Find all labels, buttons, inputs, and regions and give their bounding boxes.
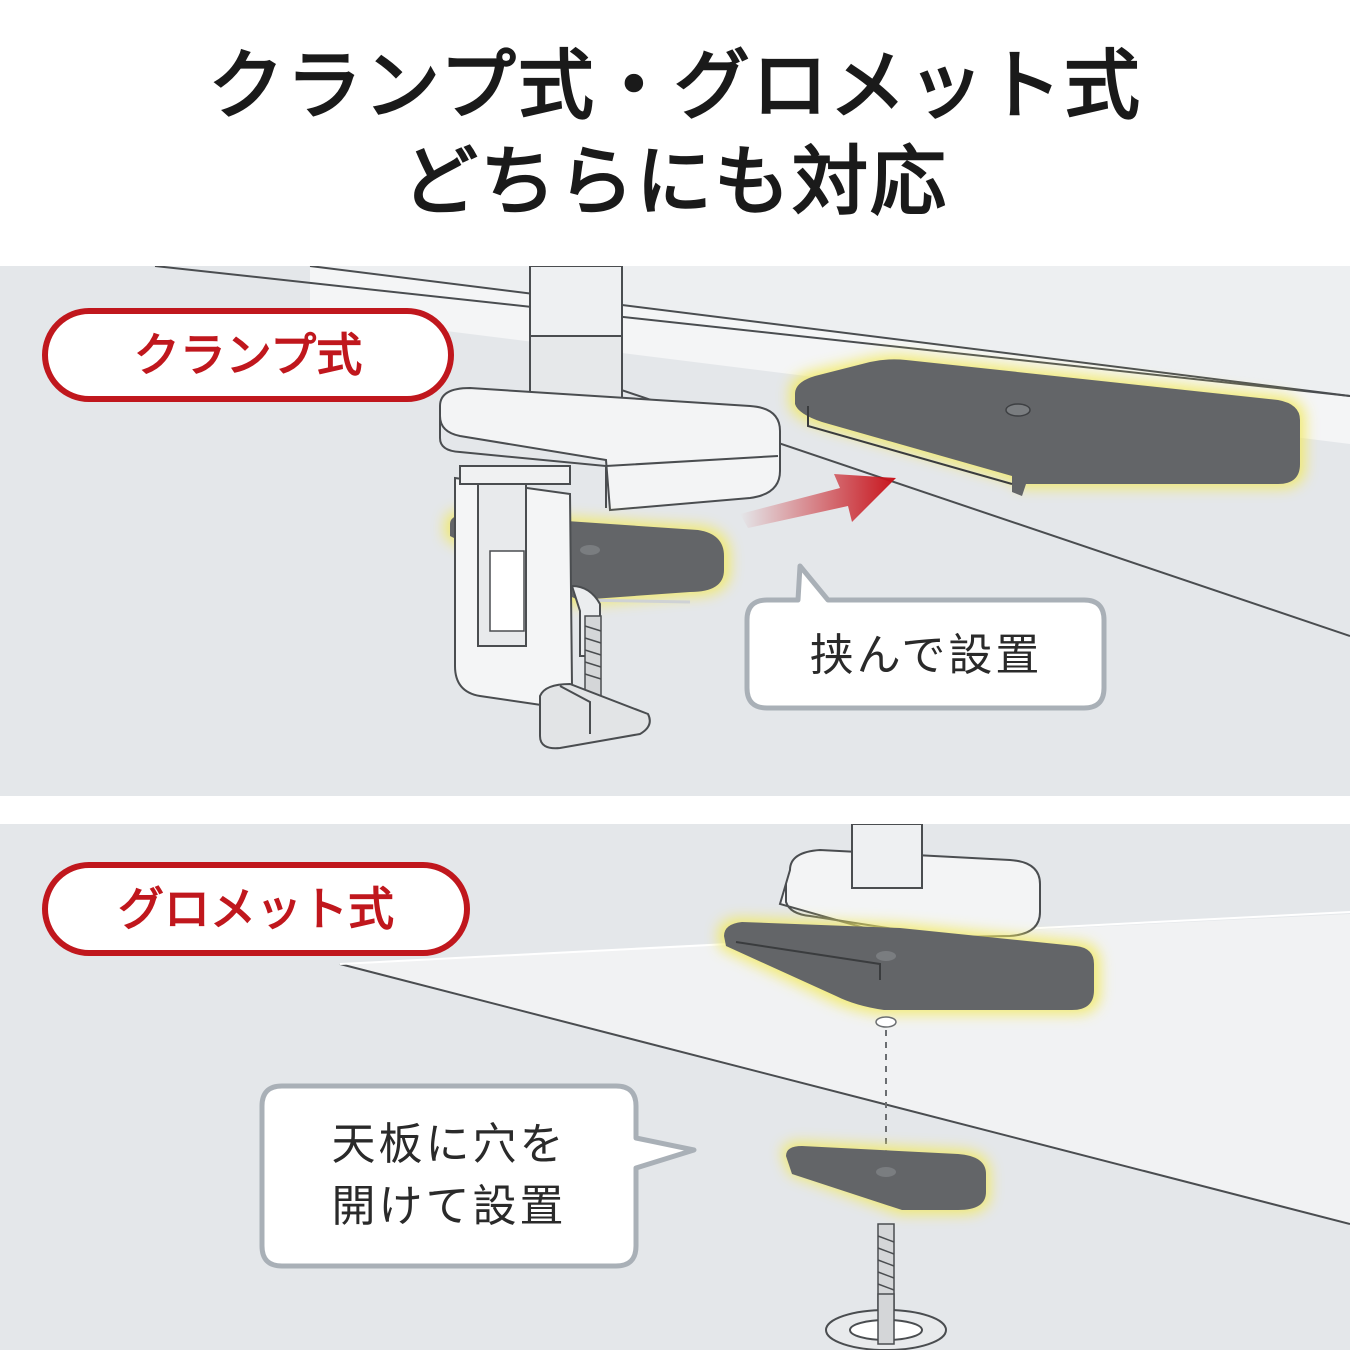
headline-line-1: クランプ式・グロメット式 [0,38,1350,134]
headline-line-2: どちらにも対応 [0,134,1350,230]
grommet-panel: グロメット式 天板に穴を 開けて設置 [0,824,1350,1350]
bottom-pad [782,1142,990,1214]
clamp-arm [455,466,600,706]
grommet-callout-line-1: 天板に穴を [266,1114,632,1176]
clamp-label-badge: クランプ式 [42,308,454,402]
clamp-panel: クランプ式 挟んで設置 [0,266,1350,796]
grommet-callout-line-2: 開けて設置 [266,1176,632,1238]
grommet-bolt [826,1224,946,1350]
grommet-label-badge: グロメット式 [42,862,470,956]
headline: クランプ式・グロメット式 どちらにも対応 [0,38,1350,230]
clamp-callout-text: 挟んで設置 [750,625,1102,687]
grommet-base [780,824,1040,938]
grommet-callout-text: 天板に穴を 開けて設置 [266,1114,632,1238]
